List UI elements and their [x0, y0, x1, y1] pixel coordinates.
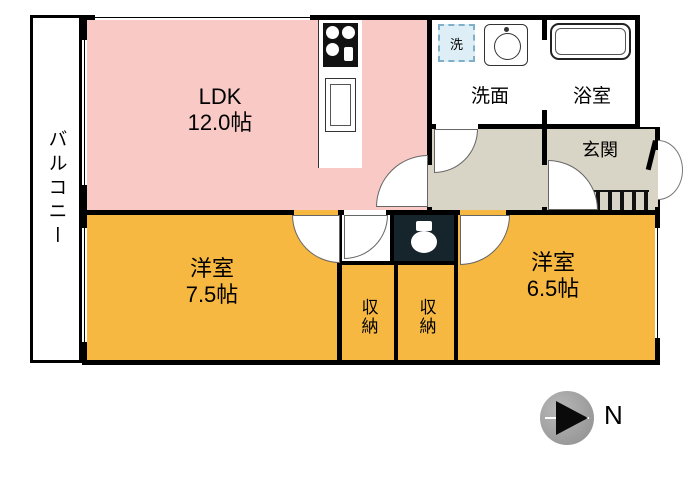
room-bathroom [547, 20, 635, 124]
sink-bowl-icon [494, 33, 521, 60]
door-opening [344, 210, 386, 215]
window-west6-right [655, 228, 660, 338]
front-door-arc [658, 140, 683, 200]
door-opening [294, 210, 338, 215]
balcony-label: バルコニー [45, 129, 67, 249]
western-room-right-label: 洋室 6.5帖 [483, 250, 623, 303]
washing-machine-icon: 洗 [438, 24, 475, 62]
room-western-7-5 [87, 215, 337, 360]
ldk-label: LDK 12.0帖 [150, 84, 290, 137]
room-storage-left [342, 265, 394, 360]
faucet-icon [504, 27, 509, 32]
western-room-right-name: 洋室 [530, 250, 575, 275]
bathtub-icon [550, 23, 631, 60]
door-opening [542, 165, 547, 207]
kitchen-counter [318, 20, 362, 168]
door-opening [427, 165, 432, 207]
door-opening [542, 40, 547, 110]
kitchen-sink-basin-icon [330, 84, 351, 126]
western-room-left-size: 7.5帖 [185, 282, 239, 308]
grill-icon [344, 47, 353, 61]
door-opening [436, 124, 478, 129]
stove-icon [323, 23, 358, 67]
door-opening [653, 150, 658, 207]
room-ldk [87, 20, 427, 210]
ldk-name: LDK [198, 84, 242, 109]
storage-right-label: 収納 [416, 298, 436, 336]
western-room-left-name: 洋室 [189, 256, 234, 281]
room-balcony: バルコニー [30, 15, 82, 363]
window-west7-balcony [82, 228, 87, 342]
kitchen-sink-icon [325, 78, 356, 132]
window-ldk-balcony [82, 40, 87, 185]
bathtub-inner-icon [555, 28, 626, 55]
compass-needle-icon [556, 401, 588, 435]
room-toilet [394, 215, 454, 261]
door-opening [460, 210, 506, 215]
room-washroom: 洗 [432, 20, 542, 124]
burner-icon [326, 43, 339, 56]
sink-icon [484, 24, 528, 66]
western-room-left-label: 洋室 7.5帖 [142, 256, 282, 309]
building-notch [640, 15, 660, 127]
burner-icon [342, 26, 355, 39]
north-label: N [604, 400, 623, 430]
room-storage-right [398, 265, 454, 360]
toilet-tank-icon [416, 221, 432, 231]
ldk-size: 12.0帖 [187, 110, 253, 136]
compass-icon [540, 391, 594, 445]
washroom-label: 洗面 [470, 86, 509, 107]
washer-label: 洗 [449, 36, 463, 52]
window-ldk-top [95, 15, 310, 20]
storage-left-label: 収納 [358, 298, 378, 336]
bathroom-label: 浴室 [572, 86, 611, 107]
unit-outline: 洗 [82, 15, 660, 365]
burner-icon [326, 26, 339, 39]
western-room-right-size: 6.5帖 [526, 276, 580, 302]
entrance-label: 玄関 [582, 140, 618, 160]
toilet-bowl-icon [411, 231, 437, 253]
